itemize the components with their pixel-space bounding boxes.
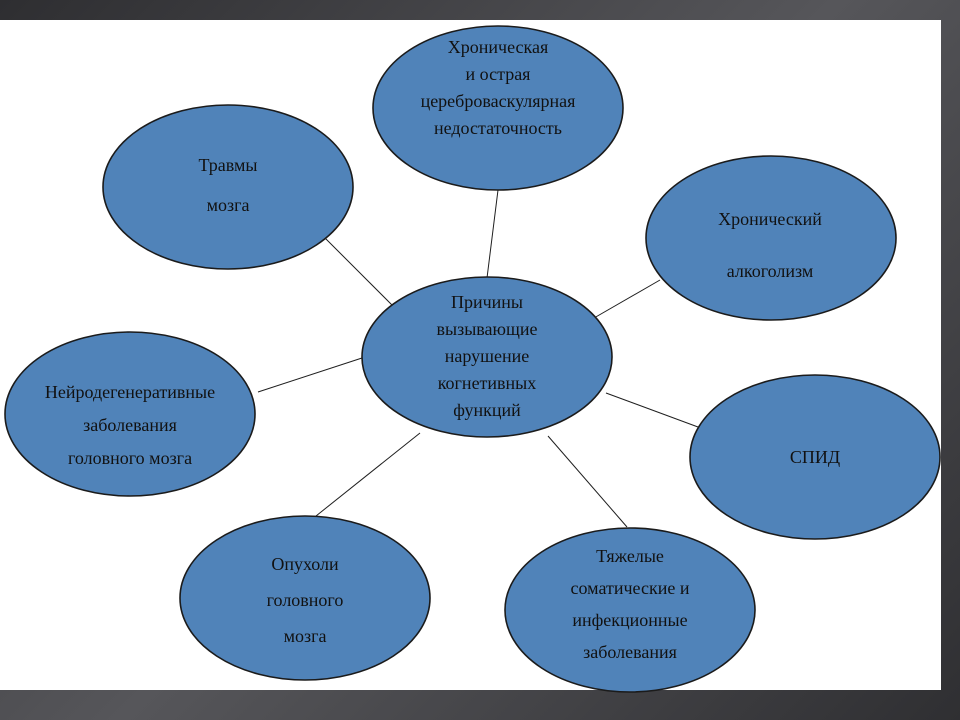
node-cerebrovascular-label: Хроническая и острая цереброваскулярная …: [368, 34, 628, 142]
node-somatic-infectious-label: Тяжелые соматические и инфекционные забо…: [530, 540, 730, 668]
node-brain-trauma-shape: [102, 104, 354, 270]
node-alcoholism-label: Хронический алкоголизм: [680, 193, 860, 297]
connector-alcoholism: [593, 279, 661, 319]
node-neurodegenerative-line-2: заболевания: [83, 415, 177, 435]
node-somatic-infectious-line-4: заболевания: [583, 642, 677, 662]
center-node-line-1: Причины: [450, 292, 524, 312]
center-node-line-2: вызывающие: [436, 319, 538, 339]
node-brain-tumors-line-2: головного: [266, 590, 344, 610]
center-node-line-4: когнетивных: [437, 373, 537, 393]
node-neurodegenerative-label: Нейродегенеративные заболевания головног…: [4, 376, 256, 475]
node-neurodegenerative-line-1: Нейродегенеративные: [44, 382, 216, 402]
node-alcoholism-shape: [645, 155, 897, 321]
connector-somatic-infectious: [547, 435, 628, 528]
node-somatic-infectious-line-3: инфекционные: [572, 610, 688, 630]
node-cerebrovascular-line-2: и острая: [465, 64, 531, 84]
node-brain-trauma-line-2: мозга: [206, 195, 250, 215]
connector-aids: [605, 392, 699, 428]
node-brain-trauma-label: Травмы мозга: [148, 145, 308, 225]
node-aids-label: СПИД: [755, 444, 875, 471]
node-cerebrovascular-line-3: цереброваскулярная: [420, 91, 576, 111]
node-brain-tumors-line-3: мозга: [283, 626, 327, 646]
connector-cerebrovascular: [486, 189, 499, 279]
node-aids-line-1: СПИД: [789, 447, 841, 467]
node-cerebrovascular-line-4: недостаточность: [434, 118, 562, 138]
connector-brain-tumors: [315, 432, 421, 517]
node-somatic-infectious-line-2: соматические и: [570, 578, 690, 598]
node-brain-tumors-label: Опухоли головного мозга: [225, 546, 385, 654]
node-brain-tumors-line-1: Опухоли: [271, 554, 339, 574]
center-node-line-5: функций: [453, 400, 521, 420]
node-aids-shape: [689, 374, 941, 540]
node-alcoholism-line-2: алкоголизм: [726, 261, 814, 281]
center-node-shape: [361, 276, 613, 438]
connector-neurodegenerative: [257, 357, 363, 393]
node-cerebrovascular-line-1: Хроническая: [447, 37, 549, 57]
node-somatic-infectious-shape: [504, 527, 756, 693]
node-cerebrovascular-shape: [372, 25, 624, 191]
node-neurodegenerative-shape: [4, 331, 256, 497]
node-brain-tumors-shape: [179, 515, 431, 681]
center-node-line-3: нарушение: [444, 346, 530, 366]
node-neurodegenerative-line-3: головного мозга: [67, 448, 193, 468]
connector-brain-trauma: [319, 232, 393, 306]
center-node-label: Причины вызывающие нарушение когнетивных…: [392, 289, 582, 424]
node-somatic-infectious-line-1: Тяжелые: [596, 546, 664, 566]
node-brain-trauma-line-1: Травмы: [198, 155, 258, 175]
node-alcoholism-line-1: Хронический: [718, 209, 822, 229]
